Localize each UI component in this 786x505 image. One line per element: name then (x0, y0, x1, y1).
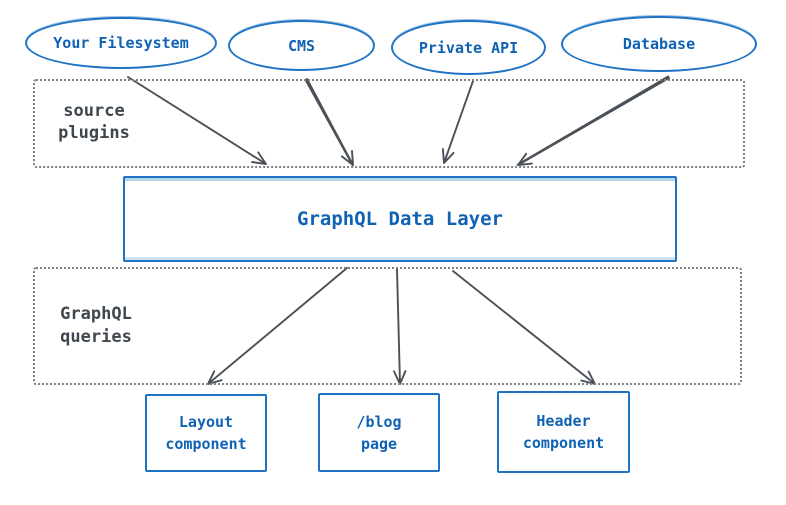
group-graphql-queries (33, 267, 742, 385)
group-graphql-queries-line1: GraphQL (60, 304, 132, 324)
node-database: Database (561, 16, 757, 72)
group-source-plugins-line2: plugins (58, 123, 130, 143)
group-graphql-queries-label: GraphQL queries (48, 303, 144, 349)
node-cms-label: CMS (287, 36, 316, 55)
group-source-plugins (33, 79, 745, 168)
group-source-plugins-label: source plugins (46, 100, 142, 144)
node-graphql-data-layer-label: GraphQL Data Layer (297, 208, 503, 230)
node-private-api-label: Private API (418, 38, 519, 57)
node-blog-page: /blog page (318, 393, 440, 472)
node-layout-component-line2: component (165, 435, 247, 453)
node-cms: CMS (228, 20, 375, 71)
node-private-api: Private API (391, 20, 546, 75)
node-database-label: Database (622, 35, 696, 53)
node-header-component: Header component (497, 391, 630, 473)
node-your-filesystem: Your Filesystem (25, 17, 217, 69)
node-your-filesystem-label: Your Filesystem (53, 34, 189, 52)
node-header-component-line2: component (522, 434, 605, 452)
group-source-plugins-line1: source (63, 101, 125, 121)
node-graphql-data-layer: GraphQL Data Layer (123, 176, 677, 262)
node-header-component-line1: Header (536, 412, 591, 430)
node-layout-component: Layout component (145, 394, 267, 472)
node-blog-page-line2: page (360, 434, 398, 453)
node-layout-component-line1: Layout (178, 413, 234, 431)
group-graphql-queries-line2: queries (60, 327, 132, 347)
node-blog-page-line1: /blog (356, 412, 402, 431)
